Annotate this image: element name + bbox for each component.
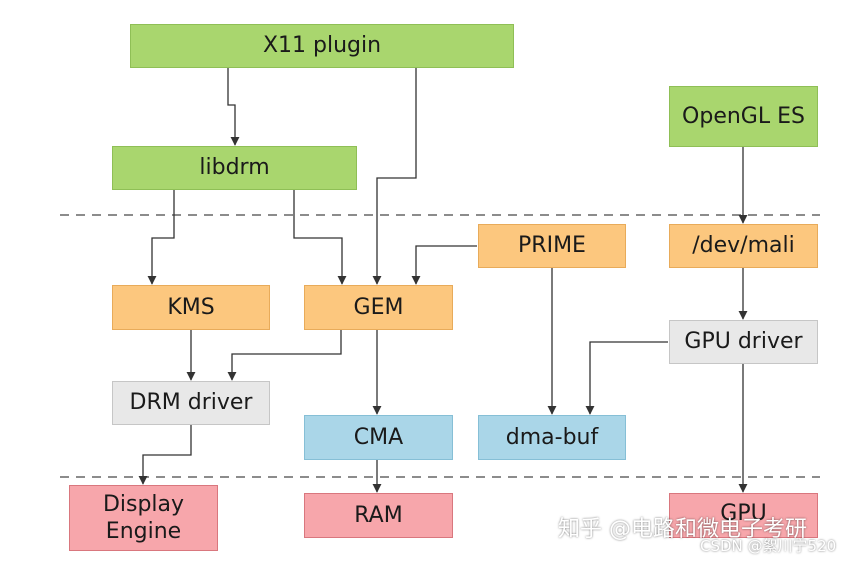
node-ram: RAM [304,493,453,538]
node-gpu: GPU [669,493,818,538]
edge-gpudriver-dmabuf [585,341,668,415]
node-drm-driver: DRM driver [112,381,270,425]
watermark-csdn: CSDN @絮川宁520 [700,537,837,555]
node-prime: PRIME [478,224,626,268]
edge-gem-drmdriver [227,330,342,381]
edge-prime-gem [411,245,477,285]
node-gpu-driver: GPU driver [669,320,818,364]
edge-drmdriver-display [138,425,192,485]
node-x11-plugin: X11 plugin [130,24,514,68]
node-cma: CMA [304,415,453,460]
node-opengl-es: OpenGL ES [669,86,818,147]
node-kms: KMS [112,285,270,330]
edge-libdrm-kms [147,190,175,285]
node-gem: GEM [304,285,453,330]
watermark-zhihu: 知乎 @电路和微电子考研 [558,517,807,542]
display-engine-line2: Engine [105,519,182,544]
display-engine-line1: Display [102,491,185,517]
node-dma-buf: dma-buf [478,415,626,460]
edge-libdrm-gem [293,190,347,285]
edge-x11-libdrm [227,68,240,146]
node-dev-mali: /dev/mali [669,224,818,268]
edge-x11-gem [372,68,417,285]
node-display-engine: Display Engine [69,485,218,551]
node-libdrm: libdrm [112,146,357,190]
